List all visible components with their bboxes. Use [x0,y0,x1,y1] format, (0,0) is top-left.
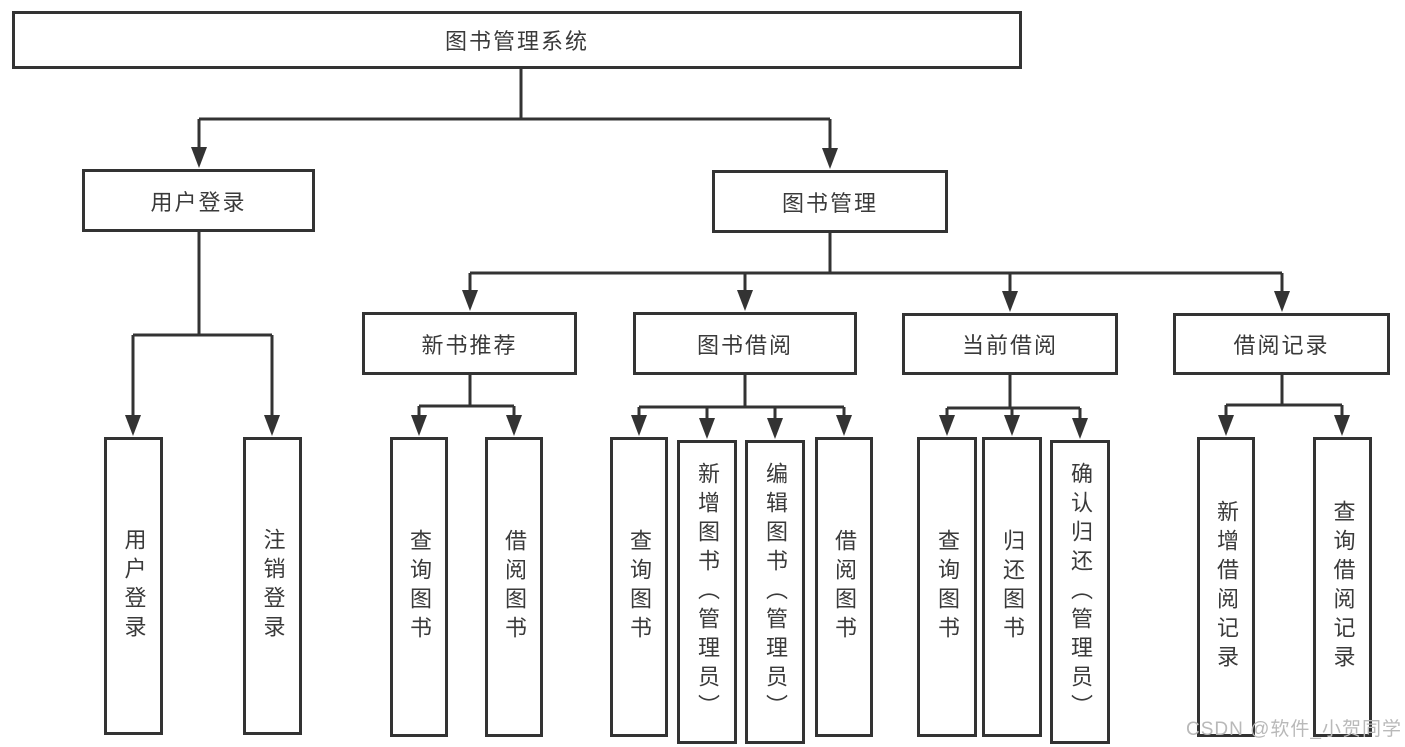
node-user-login: 用户登录 [82,169,315,232]
leaf-query-books-current-label: 查询图书 [935,529,960,645]
arrowhead [1002,291,1018,312]
arrowhead [191,147,207,168]
leaf-query-borrow-record: 查询借阅记录 [1313,437,1372,737]
leaf-borrow-books-borrowing-label: 借阅图书 [832,529,857,645]
leaf-query-borrow-record-label: 查询借阅记录 [1330,500,1356,674]
leaf-add-borrow-record-label: 新增借阅记录 [1214,500,1239,674]
leaf-user-login: 用户登录 [104,437,163,735]
leaf-confirm-return-admin: 确认归还（管理员） [1050,440,1110,744]
node-book-management: 图书管理 [712,170,948,233]
arrowhead [767,418,783,439]
leaf-logout: 注销登录 [243,437,302,735]
leaf-return-book: 归还图书 [982,437,1042,737]
arrowhead [125,415,141,436]
arrowhead [822,148,838,169]
leaf-query-books-current: 查询图书 [917,437,977,737]
arrowhead [1072,418,1088,439]
arrowhead [411,415,427,436]
leaf-borrow-books-borrowing: 借阅图书 [815,437,873,737]
arrowhead [1004,415,1020,436]
leaf-borrow-books-recommend-label: 借阅图书 [502,529,527,645]
leaf-logout-label: 注销登录 [260,528,286,644]
leaf-user-login-label: 用户登录 [121,528,147,644]
arrowhead [631,415,647,436]
arrowhead [939,415,955,436]
leaf-add-book-admin-label: 新增图书（管理员） [695,461,720,723]
node-book-borrowing: 图书借阅 [633,312,857,375]
arrowhead [1218,415,1234,436]
leaf-edit-book-admin: 编辑图书（管理员） [745,440,805,744]
node-new-book-recommend: 新书推荐 [362,312,577,375]
leaf-borrow-books-recommend: 借阅图书 [485,437,543,737]
arrowhead [462,290,478,311]
arrowhead [506,415,522,436]
leaf-query-books-recommend-label: 查询图书 [407,529,432,645]
leaf-query-books-borrowing-label: 查询图书 [627,529,652,645]
arrowhead [1334,415,1350,436]
node-borrowing-records: 借阅记录 [1173,313,1390,375]
arrowhead [836,415,852,436]
leaf-add-book-admin: 新增图书（管理员） [677,440,737,744]
arrowhead [737,290,753,311]
node-current-borrowing: 当前借阅 [902,313,1118,375]
arrowhead [1274,291,1290,312]
leaf-query-books-recommend: 查询图书 [390,437,448,737]
node-library-system: 图书管理系统 [12,11,1022,69]
csdn-watermark: CSDN @软件_小贺同学 [1186,719,1402,740]
arrowhead [264,415,280,436]
arrowhead [699,418,715,439]
leaf-add-borrow-record: 新增借阅记录 [1197,437,1255,737]
leaf-return-book-label: 归还图书 [1000,529,1025,645]
leaf-edit-book-admin-label: 编辑图书（管理员） [763,461,788,723]
leaf-confirm-return-admin-label: 确认归还（管理员） [1068,461,1093,723]
leaf-query-books-borrowing: 查询图书 [610,437,668,737]
